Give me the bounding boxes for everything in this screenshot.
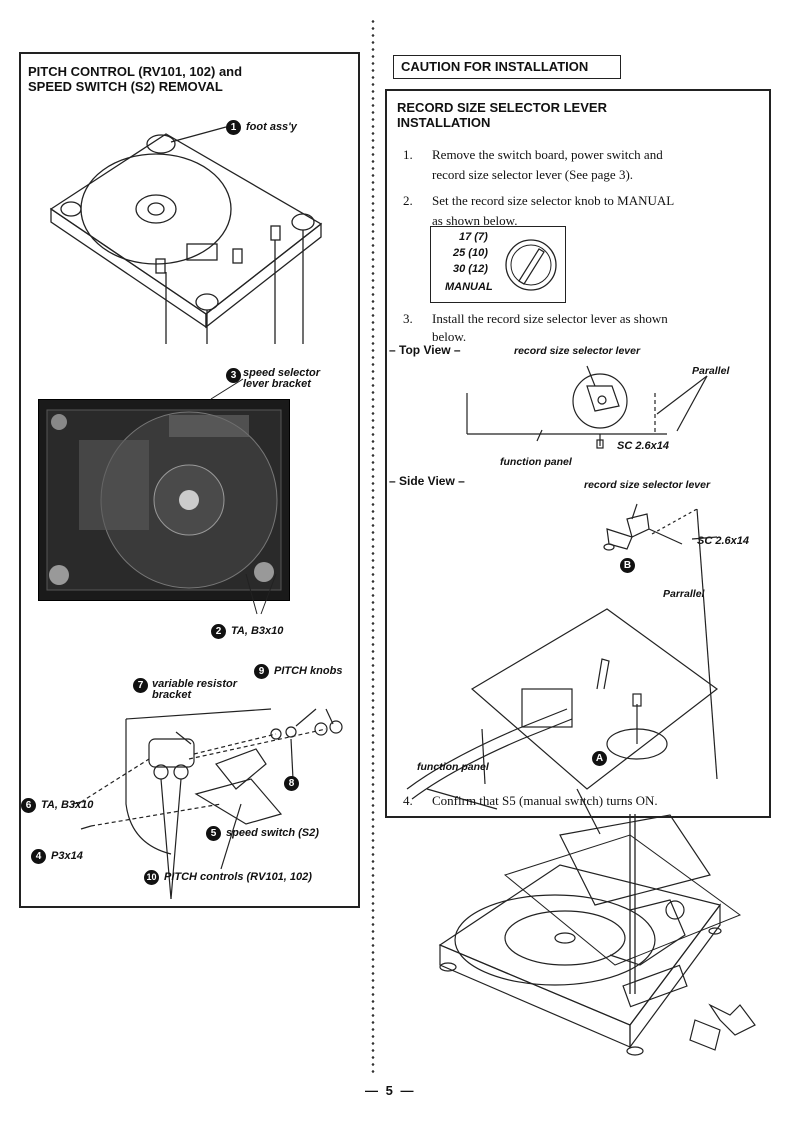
side-view-parallel-label: Parrallel bbox=[663, 588, 705, 600]
step-3-number: 3. bbox=[403, 311, 413, 326]
callout-badge-9: 9 bbox=[254, 664, 269, 679]
mark-a-badge: A bbox=[592, 751, 607, 766]
pitch-exploded-diagram bbox=[72, 708, 343, 900]
callout-badge-1: 1 bbox=[226, 120, 241, 135]
callout-ta-b3x10-2: TA, B3x10 bbox=[41, 799, 94, 811]
top-view-lever-label: record size selector lever bbox=[514, 345, 641, 357]
side-view-lever-label: record size selector lever bbox=[584, 479, 711, 491]
step4-leader-lines bbox=[629, 814, 636, 994]
step-1-line2: record size selector lever (See page 3). bbox=[432, 167, 634, 182]
photo-leader-lines bbox=[210, 378, 277, 615]
callout-ta-b3x10: TA, B3x10 bbox=[231, 625, 284, 637]
callout-p3x14: P3x14 bbox=[51, 850, 83, 862]
knob-label-17: 17 (7) bbox=[459, 231, 488, 243]
callout-speed-switch: speed switch (S2) bbox=[226, 827, 319, 839]
panel-title-line2: SPEED SWITCH (S2) REMOVAL bbox=[28, 79, 223, 94]
mark-b-badge: B bbox=[620, 558, 635, 573]
selector-knob-icon bbox=[505, 239, 557, 291]
callout-badge-3: 3 bbox=[226, 368, 241, 383]
column-divider bbox=[370, 18, 376, 1073]
top-view-diagram bbox=[466, 365, 708, 449]
callout-pitch-controls: PITCH controls (RV101, 102) bbox=[164, 871, 312, 883]
top-view-label: – Top View – bbox=[389, 343, 461, 357]
top-view-screw-label: SC 2.6x14 bbox=[617, 440, 669, 452]
callout-foot-assy: foot ass'y bbox=[246, 121, 297, 133]
step-4-number: 4. bbox=[403, 793, 413, 808]
knob-label-25: 25 (10) bbox=[453, 247, 488, 259]
callout-badge-4: 4 bbox=[31, 849, 46, 864]
step-3-line2: below. bbox=[432, 329, 467, 344]
callout-badge-5: 5 bbox=[206, 826, 221, 841]
knob-label-manual: MANUAL bbox=[445, 281, 493, 293]
step-4-line1: Confirm that S5 (manual switch) turns ON… bbox=[432, 793, 658, 808]
step-2-number: 2. bbox=[403, 193, 413, 208]
callout-badge-8: 8 bbox=[284, 776, 299, 791]
callout-variable-resistor: variable resistor bbox=[152, 678, 237, 690]
page-number: — 5 — bbox=[365, 1083, 416, 1098]
callout-speed-selector: speed selector bbox=[243, 367, 321, 379]
pitch-control-panel: PITCH CONTROL (RV101, 102) and SPEED SWI… bbox=[19, 52, 360, 908]
step-2-line2: as shown below. bbox=[432, 213, 518, 228]
turntable-drawing bbox=[438, 814, 756, 1056]
record-size-title-2: INSTALLATION bbox=[397, 115, 491, 130]
step-2-line1: Set the record size selector knob to MAN… bbox=[432, 193, 675, 208]
callout-speed-selector-2: lever bracket bbox=[243, 378, 311, 390]
callout-variable-resistor-2: bracket bbox=[152, 689, 192, 701]
side-view-label: – Side View – bbox=[389, 474, 465, 488]
step-3-line1: Install the record size selector lever a… bbox=[432, 311, 668, 326]
callout-badge-7: 7 bbox=[133, 678, 148, 693]
step-1-number: 1. bbox=[403, 147, 413, 162]
record-size-title-1: RECORD SIZE SELECTOR LEVER bbox=[397, 100, 607, 115]
side-view-diagram bbox=[406, 503, 719, 835]
top-view-parallel-label: Parallel bbox=[692, 365, 730, 377]
callout-badge-6: 6 bbox=[21, 798, 36, 813]
record-size-panel: RECORD SIZE SELECTOR LEVER INSTALLATION … bbox=[385, 89, 771, 835]
knob-label-30: 30 (12) bbox=[453, 263, 488, 275]
top-view-panel-label: function panel bbox=[500, 456, 572, 468]
callout-badge-10: 10 bbox=[144, 870, 159, 885]
step-1-line1: Remove the switch board, power switch an… bbox=[432, 147, 663, 162]
panel-title-line1: PITCH CONTROL (RV101, 102) and bbox=[28, 64, 243, 79]
callout-pitch-knobs: PITCH knobs bbox=[274, 665, 343, 677]
knob-setting-box: 17 (7) 25 (10) 30 (12) MANUAL bbox=[430, 226, 566, 303]
underside-photo bbox=[38, 399, 290, 601]
callout-badge-2: 2 bbox=[211, 624, 226, 639]
side-view-panel-label: function panel bbox=[417, 761, 489, 773]
caution-header: CAUTION FOR INSTALLATION bbox=[393, 55, 621, 79]
caution-header-text: CAUTION FOR INSTALLATION bbox=[401, 59, 589, 74]
turntable-bottom-diagram bbox=[49, 126, 323, 344]
